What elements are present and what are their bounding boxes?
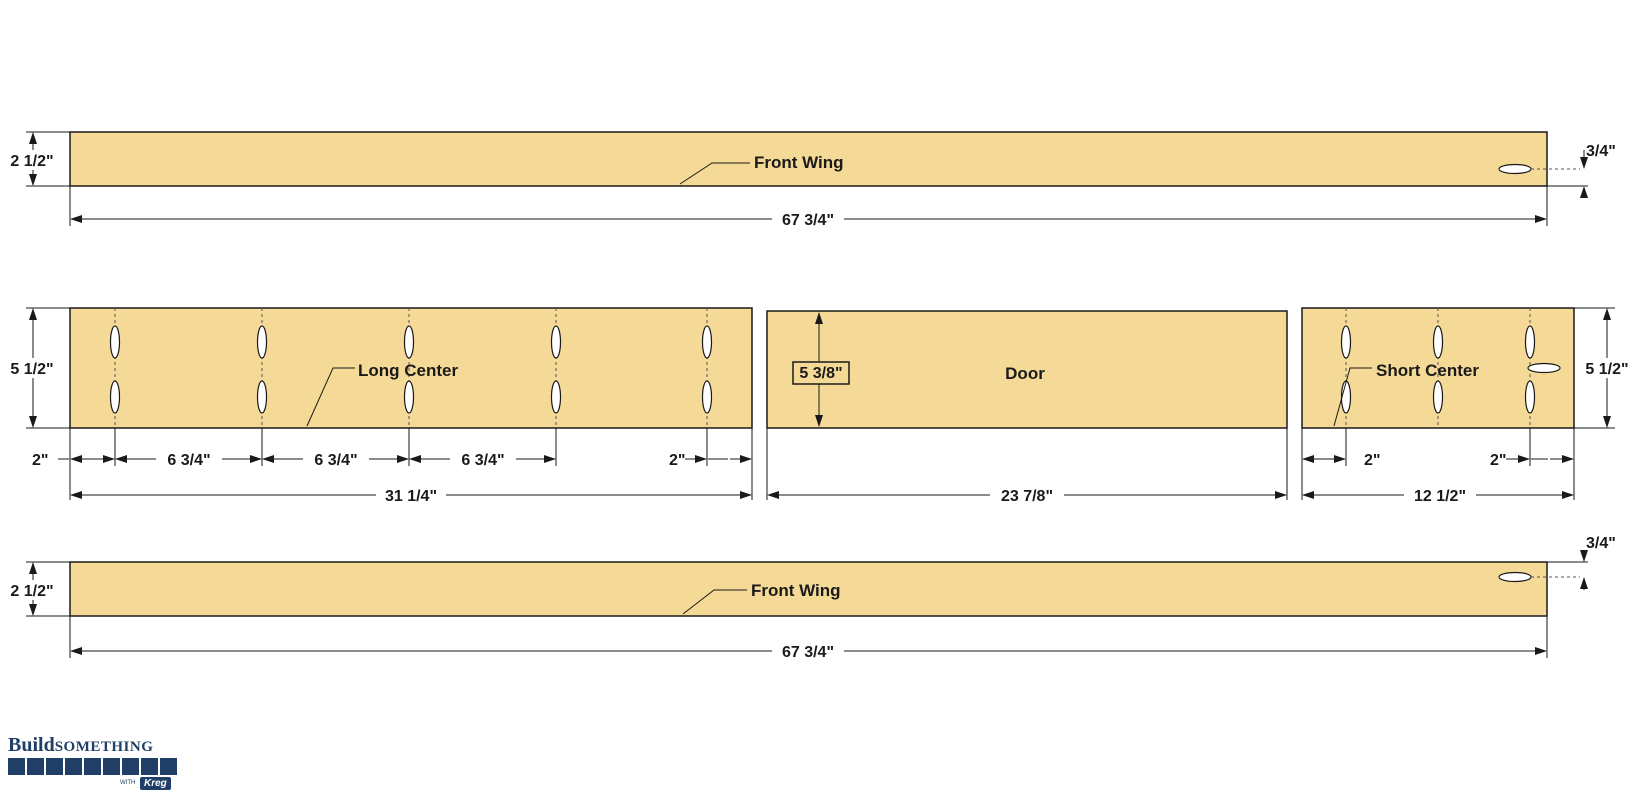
long-center-spacing-3-label: 6 3/4" [461, 452, 504, 469]
door-height-label: 5 3/8" [799, 365, 842, 382]
long-center-spacing-2-label: 6 3/4" [314, 452, 357, 469]
buildsomething-kreg-logo: BuildSOMETHING WITH Kreg [8, 734, 188, 796]
front-wing-top-hole-dim: 3/4" [1547, 143, 1616, 198]
front-wing-bottom-board: Front Wing [69, 561, 1580, 617]
short-center-spacing-dims: 2" 2" [1301, 428, 1575, 500]
pocket-hole [109, 325, 121, 359]
front-wing-bottom-length-dim: 67 3/4" [69, 616, 1548, 661]
short-center-right-offset-label: 2" [1490, 452, 1506, 469]
pocket-hole [701, 325, 713, 359]
hammer-icon [46, 758, 63, 775]
front-wing-bottom-length-label: 67 3/4" [782, 644, 834, 661]
pocket-hole [109, 380, 121, 414]
pocket-hole [1524, 325, 1536, 359]
front-wing-top-hole-label: 3/4" [1586, 143, 1616, 160]
front-wing-bottom-hole-label: 3/4" [1586, 535, 1616, 552]
saw-blade-icon [27, 758, 44, 775]
pocket-hole [1340, 380, 1352, 414]
pocket-hole [1340, 325, 1352, 359]
pocket-hole [256, 380, 268, 414]
long-center-board: Long Center [69, 307, 753, 429]
tool-tile-icon [8, 758, 25, 775]
pocket-hole [1498, 163, 1532, 175]
measure-icon [103, 758, 120, 775]
brush-icon [141, 758, 158, 775]
short-center-height-label: 5 1/2" [1585, 361, 1628, 378]
front-wing-top-length-dim: 67 3/4" [69, 186, 1548, 229]
wrench-icon [160, 758, 177, 775]
front-wing-top-length-label: 67 3/4" [782, 212, 834, 229]
short-center-height-dim: 5 1/2" [1574, 307, 1634, 429]
pocket-hole [550, 380, 562, 414]
long-center-spacing-dims: 2" 6 3/4" 6 3/4" 6 3/4" 2" [32, 428, 753, 500]
door-length-label: 23 7/8" [1001, 488, 1053, 505]
front-wing-top-height-label: 2 1/2" [10, 153, 53, 170]
pocket-hole [403, 380, 415, 414]
short-center-length-dim: 12 1/2" [1302, 485, 1574, 505]
door-label: Door [1005, 364, 1045, 383]
logo-with-text: WITH [120, 780, 136, 786]
pocket-hole [256, 325, 268, 359]
long-center-height-dim: 5 1/2" [4, 307, 70, 429]
front-wing-bottom-height-label: 2 1/2" [10, 583, 53, 600]
short-center-board: Short Center [1301, 307, 1575, 429]
long-center-right-offset-label: 2" [669, 452, 685, 469]
short-center-left-offset-label: 2" [1364, 452, 1380, 469]
short-center-length-label: 12 1/2" [1414, 488, 1466, 505]
pocket-hole [701, 380, 713, 414]
pocket-hole [1498, 571, 1532, 583]
door-board: 5 3/8" Door [766, 310, 1288, 429]
door-length-dim: 23 7/8" [766, 428, 1288, 505]
logo-kreg-badge: Kreg [140, 777, 171, 790]
front-wing-top-board: Front Wing [69, 131, 1580, 187]
pocket-hole [1527, 362, 1561, 374]
front-wing-top-height-dim: 2 1/2" [4, 131, 70, 187]
short-center-label: Short Center [1376, 361, 1479, 380]
long-center-left-offset-label: 2" [32, 452, 48, 469]
drill-icon [84, 758, 101, 775]
square-icon [122, 758, 139, 775]
front-wing-bottom-hole-dim: 3/4" [1547, 535, 1616, 590]
pocket-hole [550, 325, 562, 359]
long-center-length-label: 31 1/4" [385, 488, 437, 505]
logo-wordmark: BuildSOMETHING [8, 734, 153, 757]
pocket-hole [1524, 380, 1536, 414]
long-center-length-dim: 31 1/4" [70, 485, 752, 505]
long-center-height-label: 5 1/2" [10, 361, 53, 378]
logo-tool-tiles [8, 758, 177, 775]
front-wing-bottom-label: Front Wing [751, 581, 841, 600]
front-wing-bottom-height-dim: 2 1/2" [4, 561, 70, 617]
long-center-label: Long Center [358, 361, 458, 380]
pocket-hole [403, 325, 415, 359]
pocket-hole [1432, 325, 1444, 359]
long-center-spacing-1-label: 6 3/4" [167, 452, 210, 469]
clamp-icon [65, 758, 82, 775]
logo-build-text: Build [8, 734, 55, 756]
front-wing-top-label: Front Wing [754, 153, 844, 172]
pocket-hole [1432, 380, 1444, 414]
logo-something-text: SOMETHING [54, 739, 154, 755]
